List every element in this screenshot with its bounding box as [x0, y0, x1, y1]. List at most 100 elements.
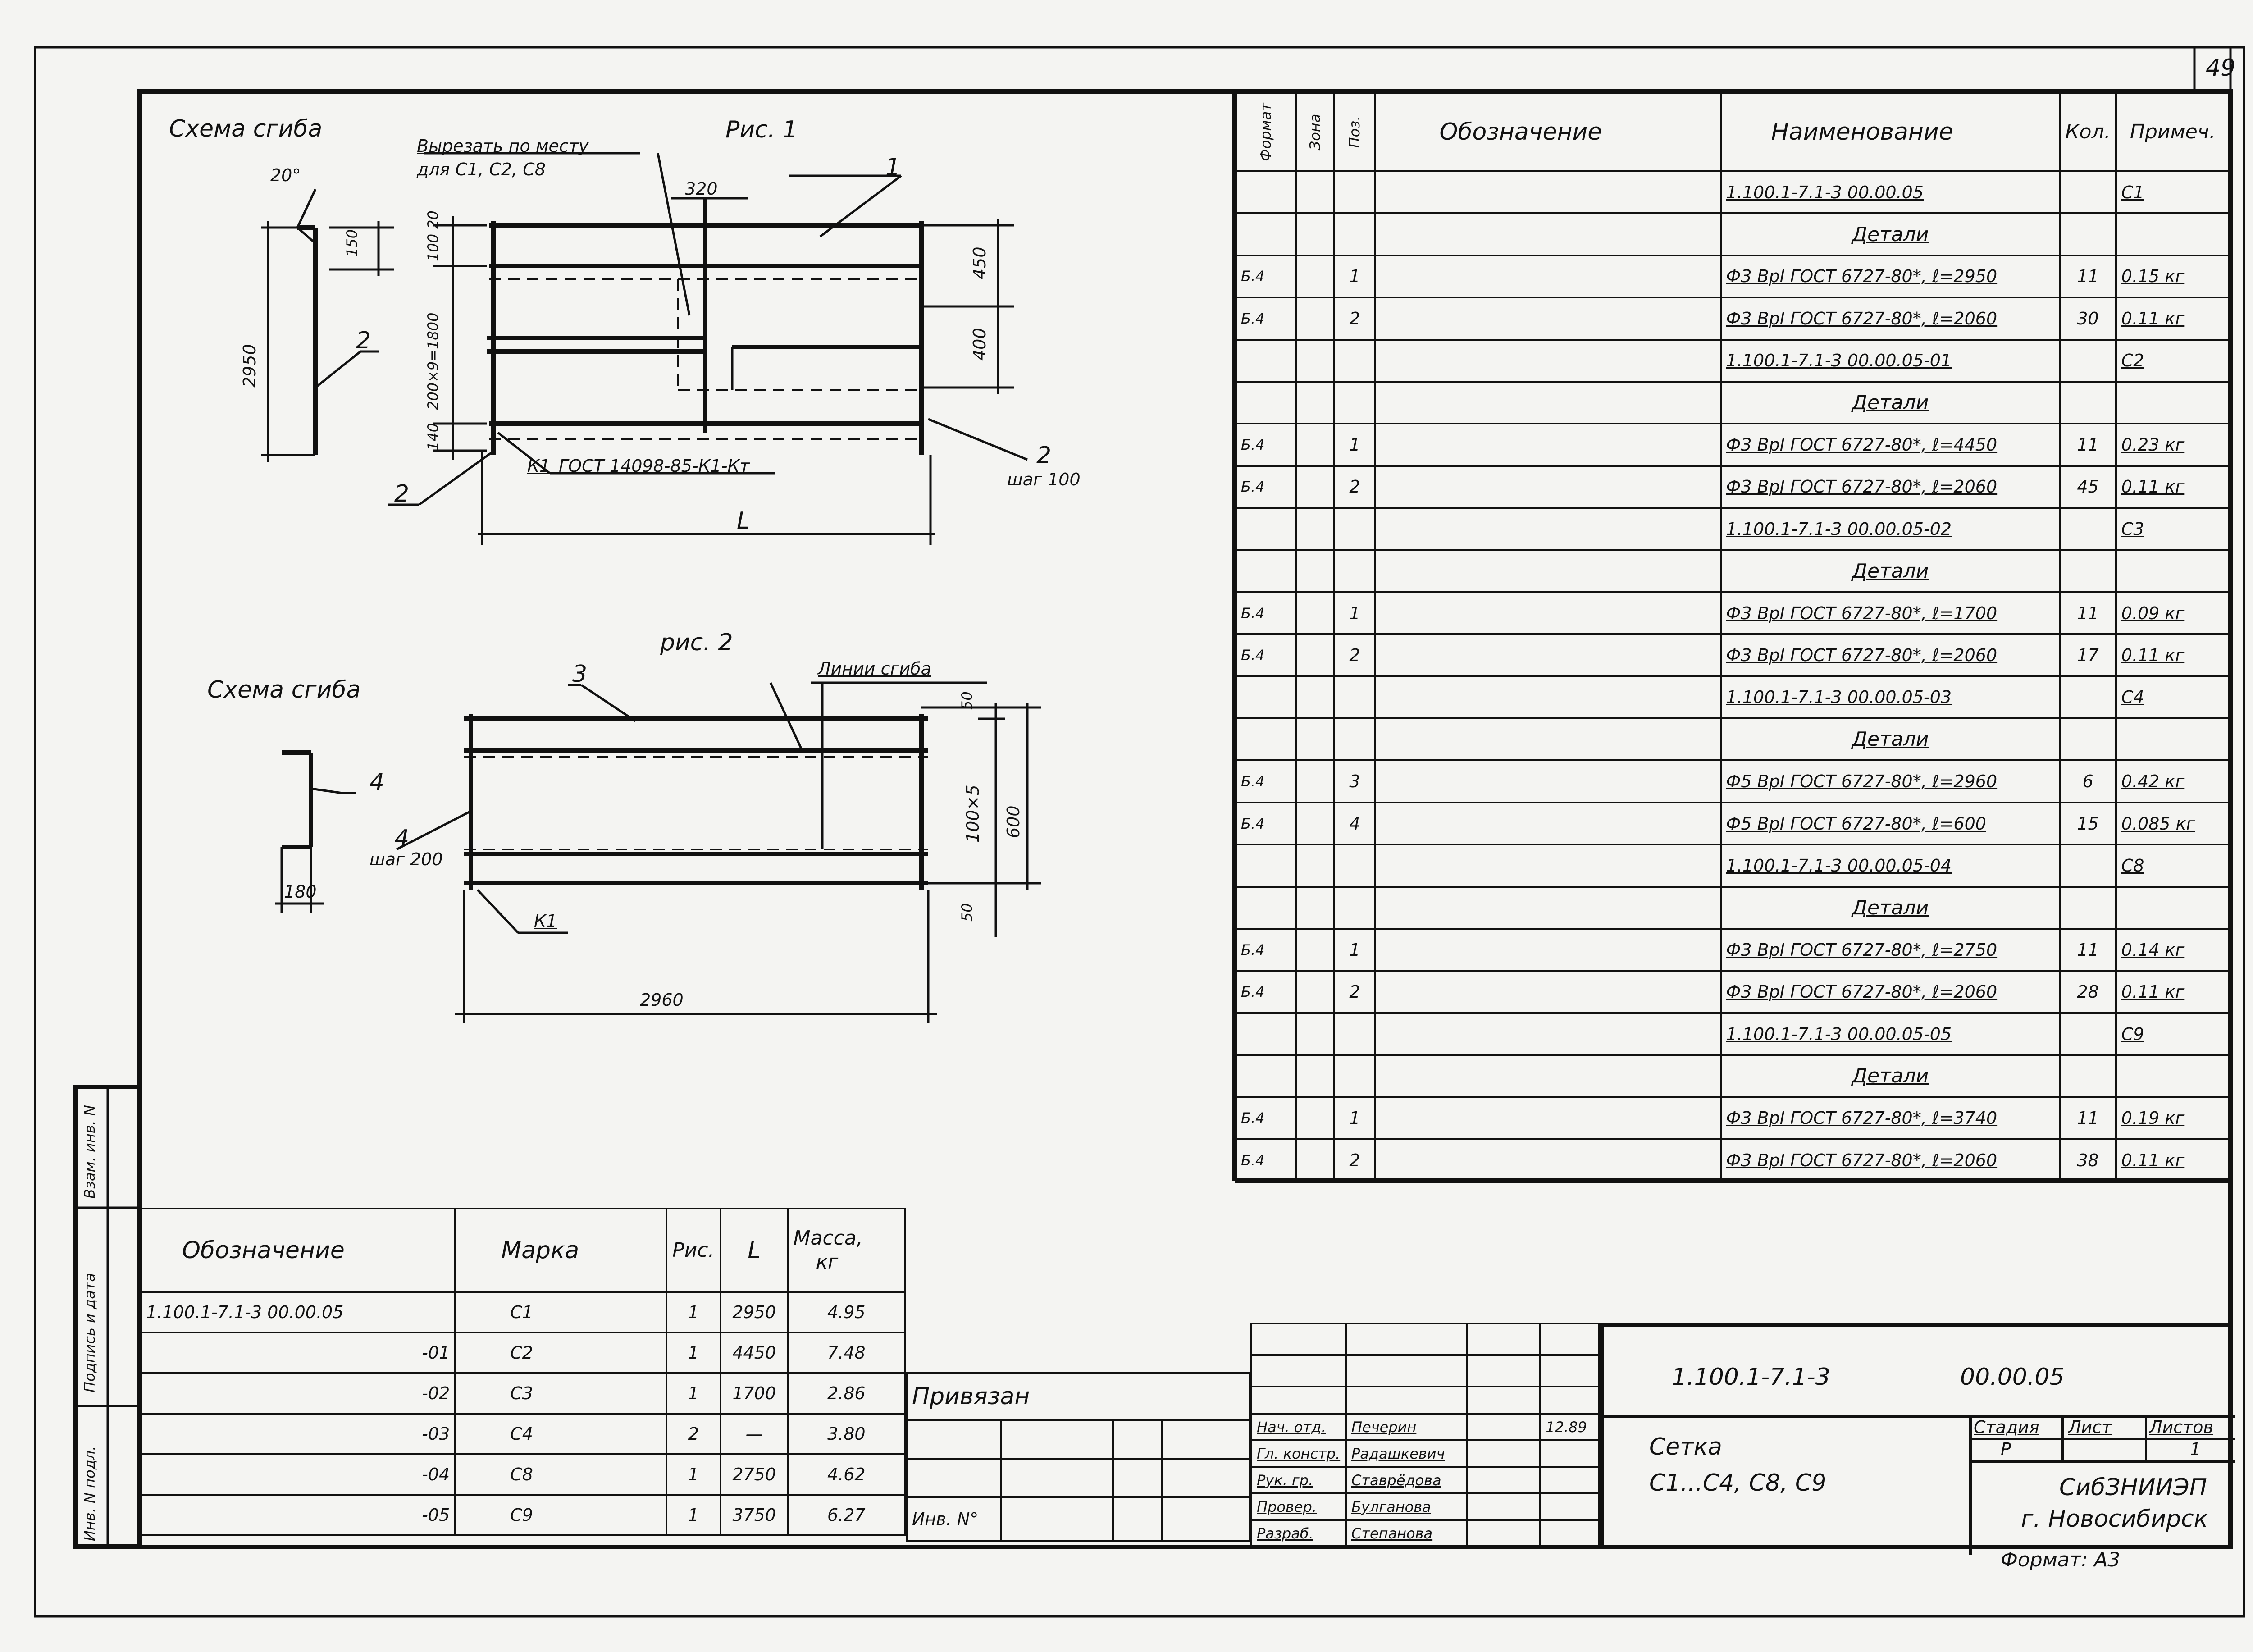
signature-date [1539, 1439, 1600, 1468]
spec-cell-pos-text: 2 [1349, 982, 1360, 1002]
spec-cell-name: Ф3 ВрI ГОСТ 6727-80*, ℓ=4450 [1719, 423, 2061, 467]
spec-cell-qty [2059, 844, 2117, 888]
fig1-dim-100: 100 [424, 233, 442, 261]
spec-cell-note [2115, 549, 2231, 593]
privyazan-cell [1112, 1458, 1163, 1498]
side-stamp-original-inv: Инв. N подл. [81, 1446, 98, 1541]
spec-cell-designation [1374, 423, 1722, 467]
spec-cell-note-text: С9 [2121, 1024, 2144, 1044]
spec-cell-name: Ф3 ВрI ГОСТ 6727-80*, ℓ=2060 [1719, 465, 2061, 509]
spec-cell-format-text: Б.4 [1241, 983, 1265, 1001]
spec-cell-qty: 11 [2059, 591, 2117, 635]
spec-cell-format [1235, 1054, 1297, 1098]
sig-cell [1466, 1323, 1542, 1356]
spec-cell-name-text: 1.100.1-7.1-3 00.00.05-05 [1726, 1024, 1952, 1044]
spec-cell-designation [1374, 801, 1722, 846]
spec-cell-zone [1295, 633, 1335, 677]
signature-name: Печерин [1345, 1413, 1469, 1441]
spec-cell-qty-text: 17 [2077, 645, 2099, 665]
spec-cell-note-text: С8 [2121, 855, 2144, 876]
spec-header-format-text: Формат [1257, 102, 1274, 161]
spec-cell-designation [1374, 717, 1722, 762]
sig-cell [1539, 1386, 1600, 1415]
spec-cell-name-text: Ф3 ВрI ГОСТ 6727-80*, ℓ=2060 [1726, 1150, 1998, 1170]
spec-cell-name: Ф3 ВрI ГОСТ 6727-80*, ℓ=2060 [1719, 633, 2061, 677]
spec-cell-pos [1333, 170, 1377, 214]
spec-cell-note-text: 0.11 кг [2121, 982, 2185, 1002]
spec-cell-format-text: Б.4 [1241, 941, 1265, 958]
spec-cell-note-text: 0.11 кг [2121, 308, 2185, 329]
signature-date: 12.89 [1539, 1413, 1600, 1441]
spec-cell-designation [1374, 170, 1722, 214]
spec-cell-pos-text: 4 [1349, 813, 1360, 834]
spec-cell-name: Детали [1719, 212, 2061, 256]
side-stamp-replaces-inv: Взам. инв. N [81, 1105, 98, 1199]
stage-col-line-2 [2145, 1415, 2147, 1460]
spec-cell-qty-text: 11 [2077, 1108, 2099, 1128]
spec-cell-note-text: 0.09 кг [2121, 603, 2185, 623]
spec-cell-name: Ф3 ВрI ГОСТ 6727-80*, ℓ=3740 [1719, 1096, 2061, 1140]
spec-cell-pos: 1 [1333, 1096, 1377, 1140]
spec-cell-note-text: 0.14 кг [2121, 940, 2185, 960]
spec-cell-qty-text: 30 [2077, 308, 2099, 329]
spec-cell-format [1235, 549, 1297, 593]
spec-cell-note: С2 [2115, 338, 2231, 383]
spec-cell-name-text: Детали [1852, 896, 1929, 919]
spec-cell-qty: 11 [2059, 928, 2117, 972]
marks-header-L: L [719, 1208, 789, 1293]
spec-cell-zone [1295, 338, 1335, 383]
signature-mark [1466, 1439, 1542, 1468]
spec-cell-format [1235, 507, 1297, 551]
outer-frame [34, 46, 2245, 1618]
spec-cell-designation [1374, 1054, 1722, 1098]
spec-cell-pos [1333, 338, 1377, 383]
spec-cell-qty [2059, 212, 2117, 256]
sig-cell [1345, 1323, 1469, 1356]
privyazan-label: Привязан [906, 1372, 1250, 1421]
signature-role: Рук. гр. [1250, 1466, 1347, 1494]
spec-cell-name: Ф3 ВрI ГОСТ 6727-80*, ℓ=1700 [1719, 591, 2061, 635]
spec-row-section: Детали [1235, 717, 2231, 762]
spec-cell-zone [1295, 465, 1335, 509]
marks-cell-designation: -01 [139, 1332, 456, 1374]
spec-cell-zone [1295, 254, 1335, 299]
signature-name: Радашкевич [1345, 1439, 1469, 1468]
spec-cell-format-text: Б.4 [1241, 478, 1265, 496]
spec-cell-format [1235, 212, 1297, 256]
spec-cell-qty-text: 15 [2077, 813, 2099, 834]
spec-cell-note: 0.11 кг [2115, 1138, 2231, 1182]
spec-cell-zone [1295, 928, 1335, 972]
marks-cell-fig: 1 [665, 1372, 721, 1415]
spec-cell-format: Б.4 [1235, 1138, 1297, 1182]
fig2-dim-180: 180 [284, 882, 317, 902]
spec-cell-qty-text: 11 [2077, 940, 2099, 960]
fig1-weld-mark: К1 [527, 456, 551, 476]
marks-cell-designation: -04 [139, 1453, 456, 1496]
spec-cell-note: 0.19 кг [2115, 1096, 2231, 1140]
spec-cell-name: Детали [1719, 549, 2061, 593]
signature-name: Степанова [1345, 1519, 1469, 1547]
fig1-dim-400: 400 [970, 328, 990, 361]
spec-cell-name-text: Детали [1852, 223, 1929, 246]
fig2-pos-3: 3 [572, 661, 588, 688]
spec-cell-pos [1333, 507, 1377, 551]
spec-cell-note-text: С2 [2121, 351, 2144, 371]
fig1-dim-20: 20 [424, 210, 442, 229]
spec-cell-qty-text: 6 [2082, 771, 2093, 792]
fig1-cut-note-line2: для С1, С2, С8 [417, 160, 546, 179]
spec-row-section: Детали [1235, 1054, 2231, 1098]
spec-cell-format: Б.4 [1235, 759, 1297, 803]
spec-cell-pos: 2 [1333, 633, 1377, 677]
fig1-dim-450: 450 [970, 246, 990, 279]
spec-header-note: Примеч. [2115, 91, 2231, 172]
sig-empty-row [1250, 1386, 1600, 1415]
marks-cell-mass: 2.86 [787, 1372, 906, 1415]
marks-cell-mass: 3.80 [787, 1413, 906, 1455]
